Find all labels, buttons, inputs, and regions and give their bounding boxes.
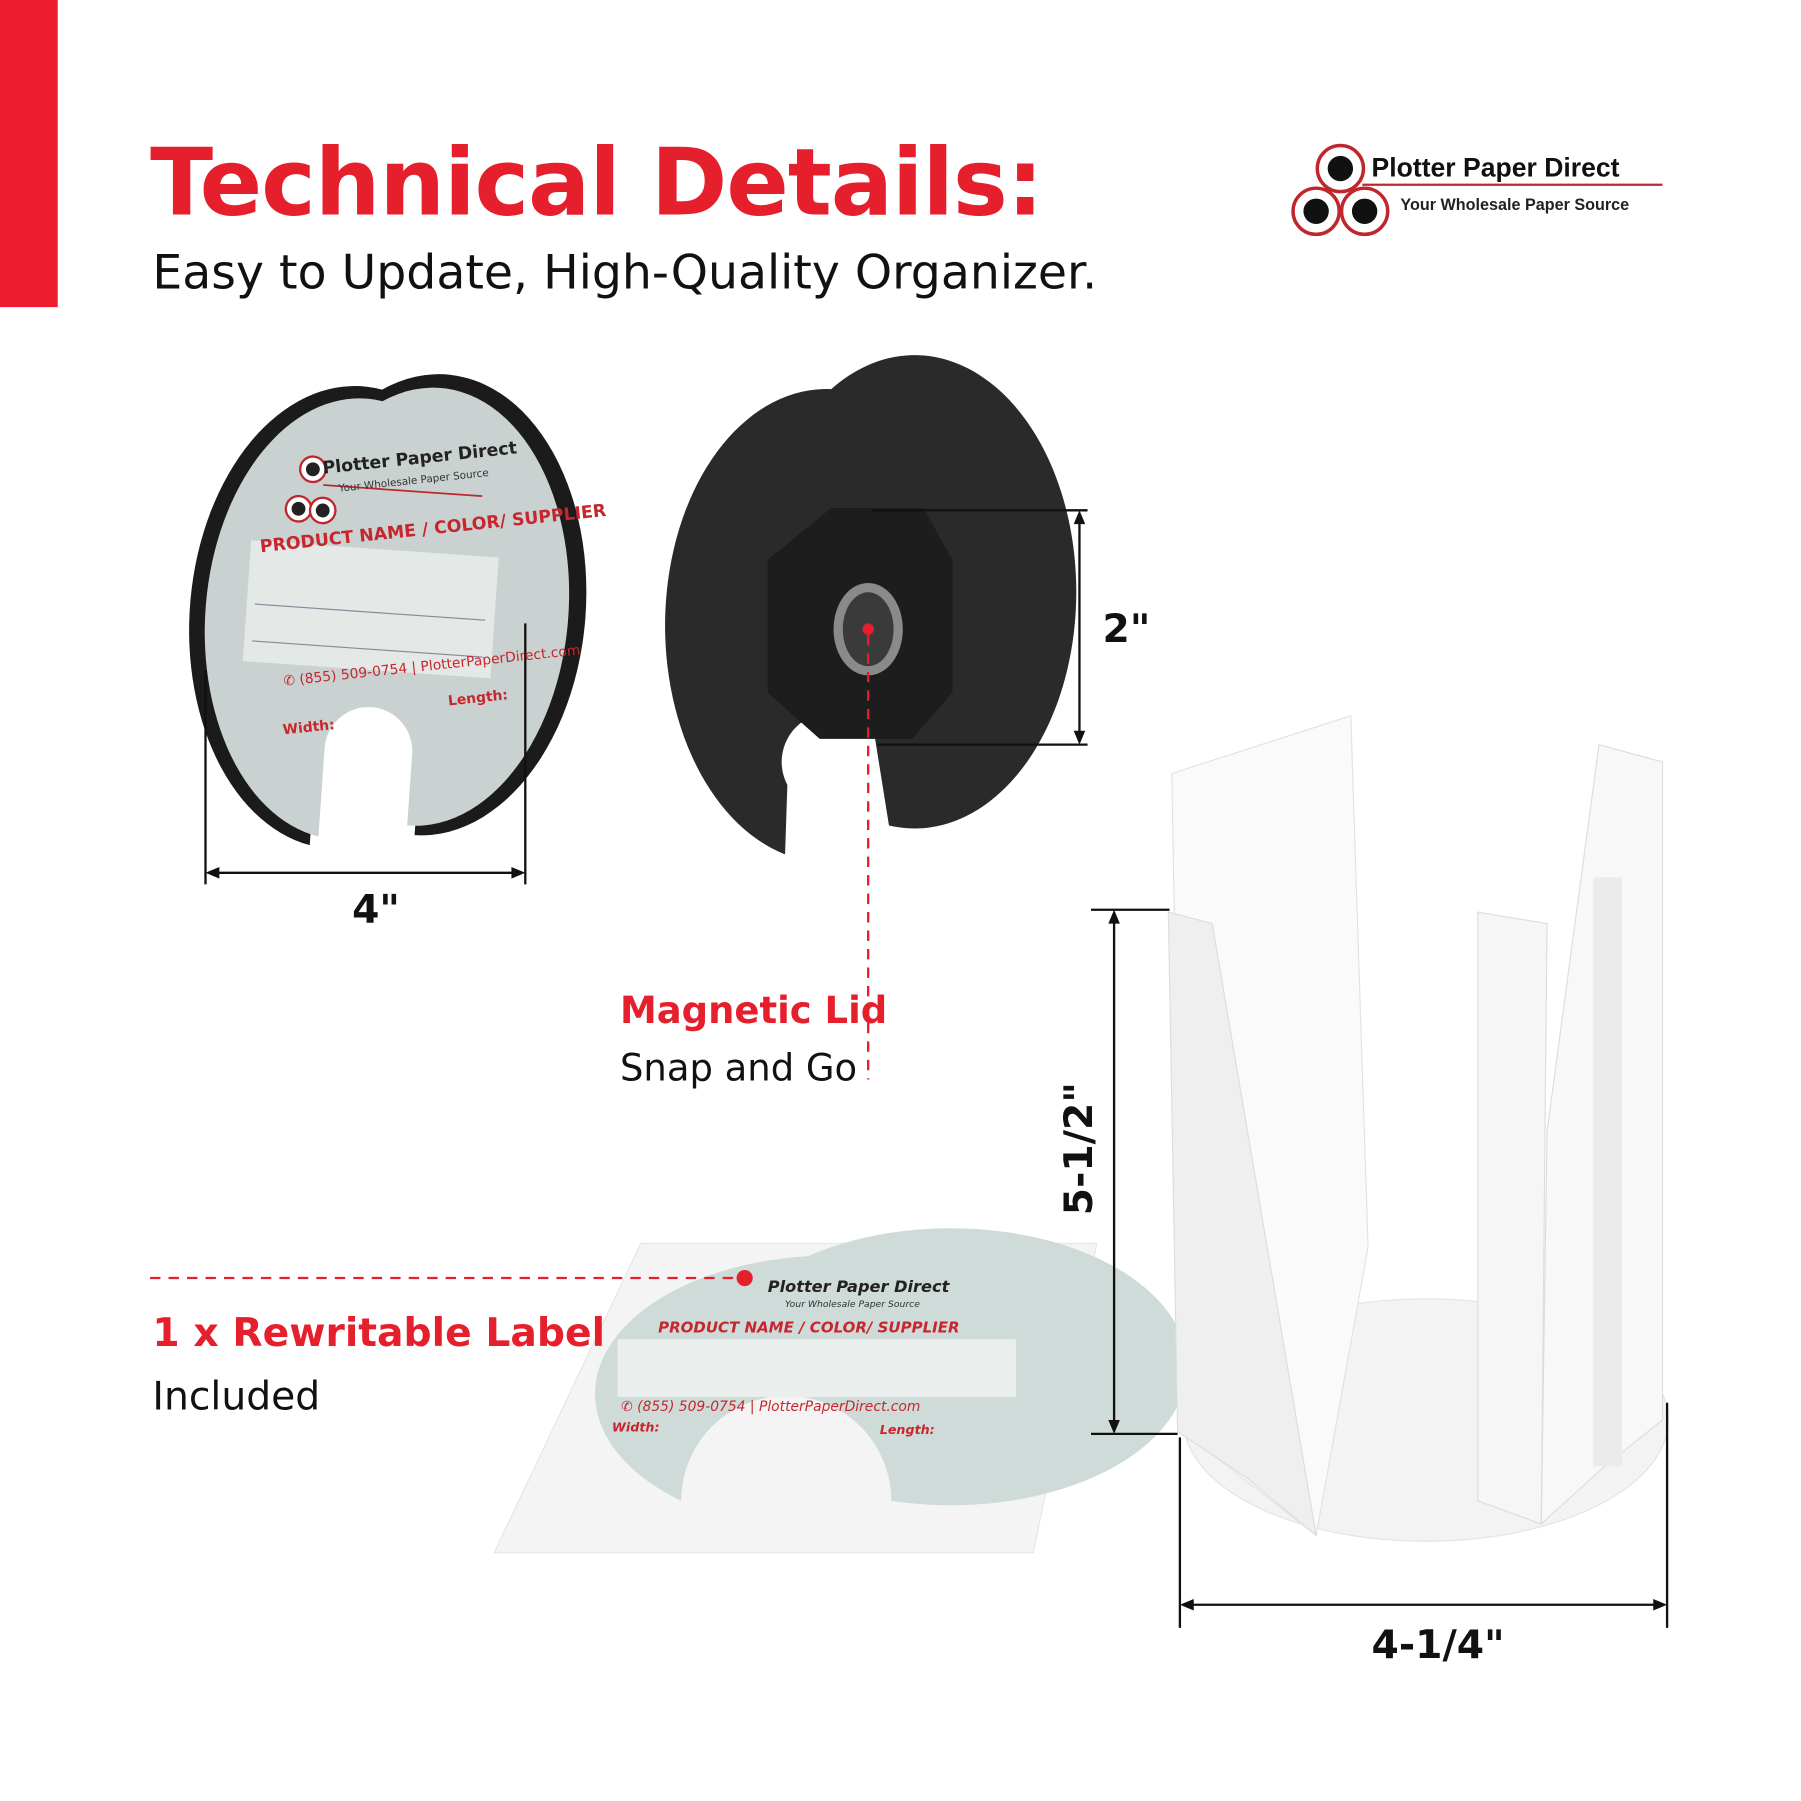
label-width-dimension: 4" — [352, 886, 400, 933]
page-subtitle: Easy to Update, High-Quality Organizer. — [152, 244, 1098, 301]
rewritable-label-sheet — [493, 1228, 1188, 1554]
page-title: Technical Details: — [150, 129, 1044, 237]
logo-rolls-icon — [1291, 143, 1663, 237]
sheet-brand: Plotter Paper Direct — [767, 1278, 950, 1297]
hub-height-dimension: 2" — [1102, 606, 1151, 653]
logo-tagline: Your Wholesale Paper Source — [1400, 195, 1630, 214]
sheet-contact: ✆ (855) 509-0754 | PlotterPaperDirect.co… — [621, 1398, 921, 1415]
dimension-lines — [204, 509, 1669, 1628]
lid-callout-sub: Snap and Go — [619, 1045, 858, 1090]
label-callout-sub: Included — [152, 1373, 321, 1421]
callout-dot — [736, 1269, 753, 1287]
label-disc — [189, 374, 587, 846]
magnetic-lid — [665, 355, 1077, 855]
logo-name: Plotter Paper Direct — [1371, 152, 1620, 183]
sheet-field-heading: PRODUCT NAME / COLOR/ SUPPLIER — [658, 1319, 960, 1337]
holder-height-dimension: 5-1/2" — [1056, 1082, 1103, 1216]
lid-callout-heading: Magnetic Lid — [619, 988, 888, 1033]
sheet-length-label: Length: — [879, 1422, 935, 1438]
accent-bar — [0, 0, 58, 308]
brand-logo: Plotter Paper Direct Your Wholesale Pape… — [1291, 143, 1672, 240]
sheet-tagline: Your Wholesale Paper Source — [785, 1298, 920, 1310]
roll-holder — [1167, 715, 1669, 1542]
sheet-phone: (855) 509-0754 — [637, 1398, 746, 1415]
callout-leaders — [150, 634, 870, 1280]
holder-width-dimension: 4-1/4" — [1371, 1622, 1505, 1669]
sheet-width-label: Width: — [611, 1420, 660, 1436]
sheet-website: PlotterPaperDirect.com — [758, 1398, 921, 1415]
label-callout-heading: 1 x Rewritable Label — [152, 1310, 606, 1357]
